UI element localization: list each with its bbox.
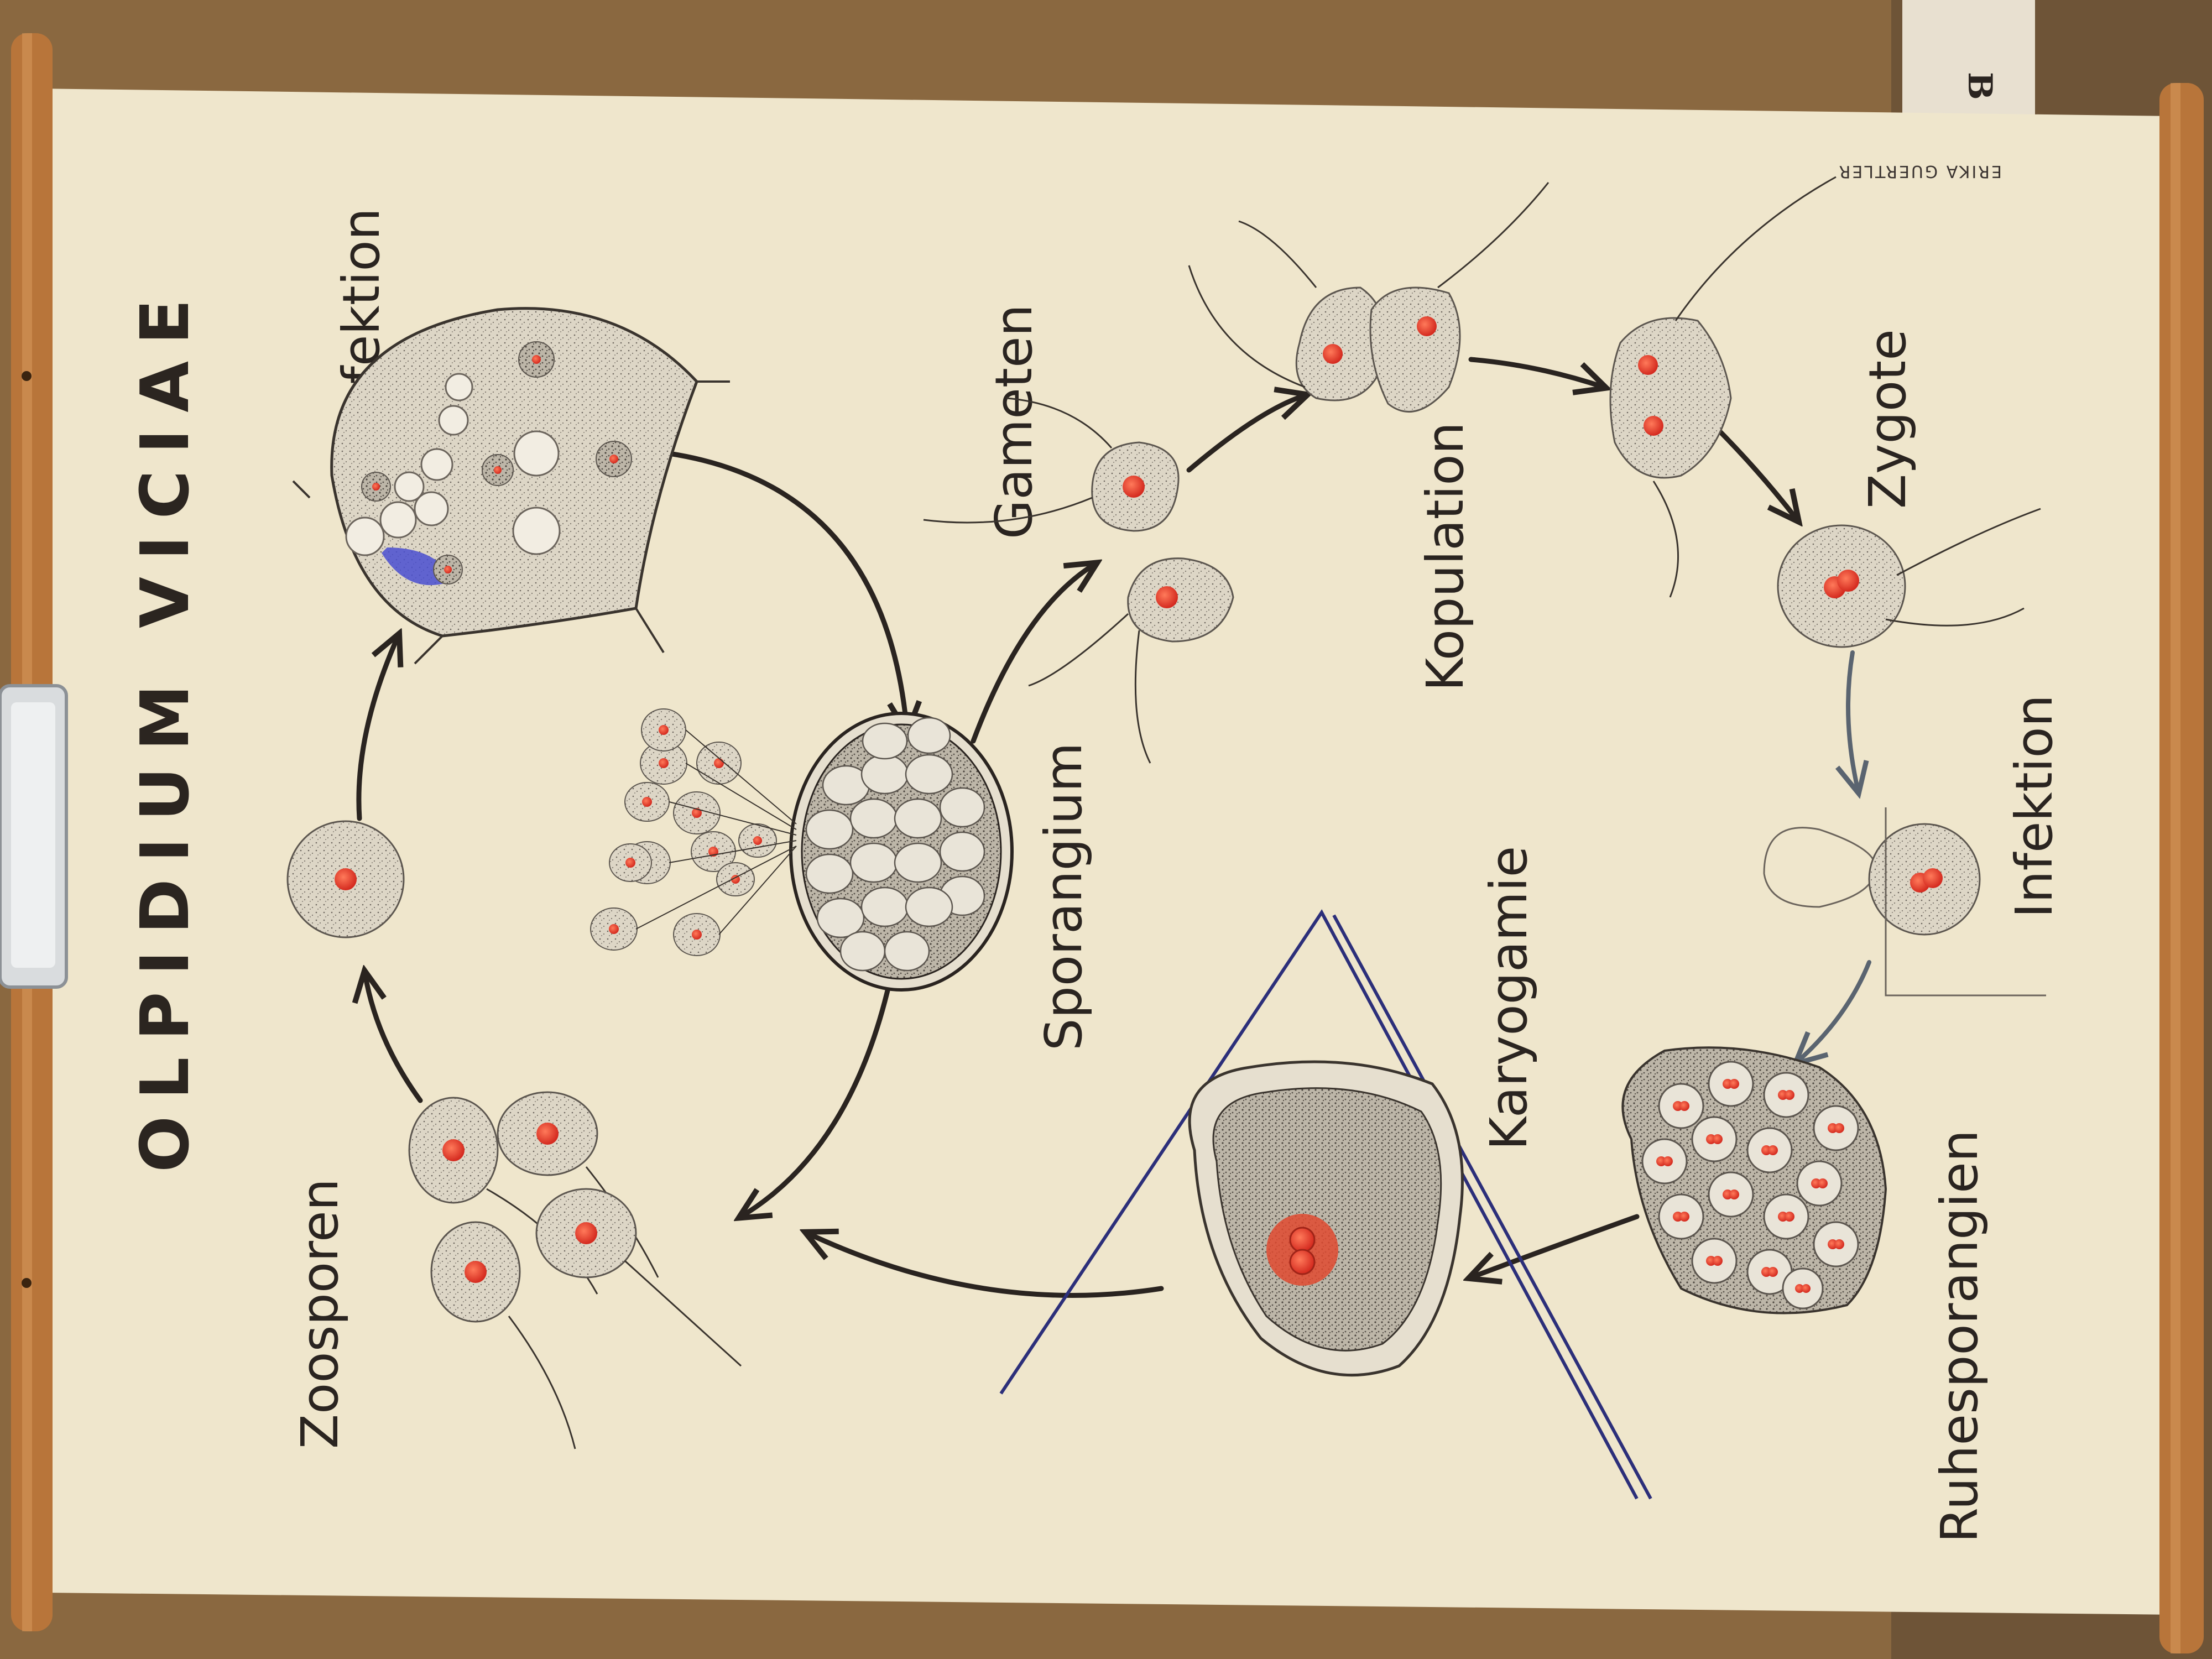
sporangium	[590, 708, 1014, 992]
label-zygote: Zygote	[1858, 329, 1917, 509]
infected-host-cell	[292, 307, 730, 665]
zygote	[1777, 508, 2041, 648]
right-infection	[1763, 807, 2046, 997]
nucleus	[465, 1261, 487, 1283]
copulation-pair	[1188, 182, 1550, 413]
zoospore-group	[408, 1091, 742, 1449]
label-sporangium: Sporangium	[1034, 743, 1093, 1051]
nucleus	[442, 1139, 465, 1161]
infection-arrows-grey	[1797, 650, 1871, 1062]
bottom-roller	[2159, 83, 2204, 1653]
resting-sporangia	[1621, 1046, 1887, 1314]
karyogamie-triangle	[999, 909, 1652, 1500]
karyogamy-cell	[1188, 1060, 1464, 1377]
label-karyogamie: Karyogamie	[1479, 846, 1538, 1150]
label-kopulation: Kopulation	[1416, 422, 1475, 691]
encysted-zoospore	[286, 820, 405, 938]
artist-credit: ERIKA GUERTLER	[1837, 161, 2002, 181]
label-gameten: Gameten	[984, 304, 1044, 539]
label-zoosporen: Zoosporen	[290, 1178, 349, 1449]
nucleus	[536, 1123, 559, 1145]
label-ruhesporangien: Ruhesporangien	[1930, 1130, 1989, 1543]
poster-title: OLPIDIUM VICIAE	[127, 283, 204, 1172]
fusing-cell	[1609, 176, 1837, 598]
nucleus	[575, 1222, 597, 1244]
cycle-arrows	[359, 357, 1797, 1298]
label-infektion-right: Infektion	[2005, 695, 2064, 918]
gamete-group	[923, 397, 1234, 764]
